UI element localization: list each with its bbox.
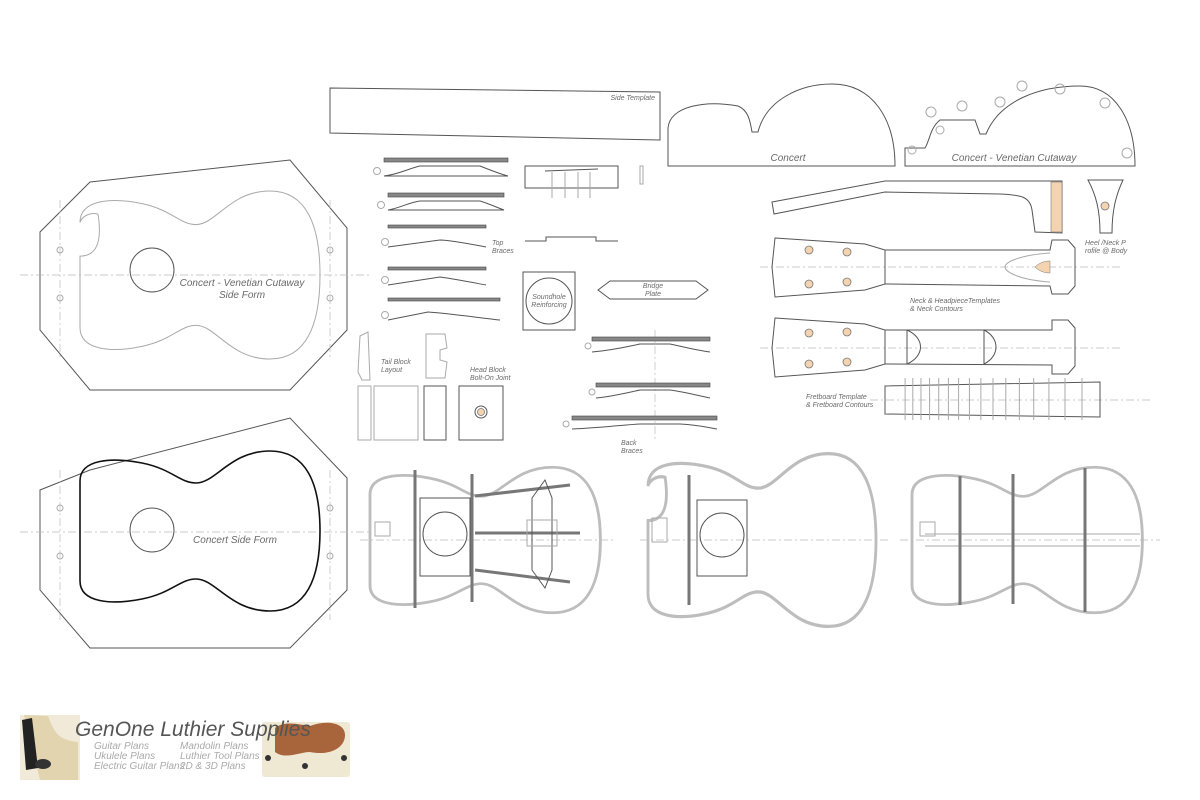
fretboard-label: Fretboard Template	[806, 394, 867, 401]
top-braces-label: Top	[492, 240, 504, 247]
cutaway-template-label: Concert - Venetian Cutaway	[952, 153, 1078, 164]
fretboard-label-2: & Fretboard Contours	[806, 402, 874, 409]
tail-block-label-2: Layout	[381, 367, 403, 374]
heel-label: Heel /Neck P	[1085, 240, 1126, 247]
concert-side-form: Concert Side Form	[20, 417, 370, 649]
logo-item: Mandolin Plans	[180, 741, 248, 752]
neck-side-profile	[771, 180, 1063, 234]
soundhole-reinforcing: Soundhole Reinforcing	[522, 271, 576, 331]
soundhole-label-2: Reinforcing	[531, 302, 567, 309]
head-block-label: Head Block	[470, 367, 506, 374]
neck-label-2: & Neck Contours	[910, 306, 963, 313]
tail-head-blocks: Tail Block Layout Head Block Bolt-On Joi…	[357, 331, 512, 441]
neck-contour-template	[760, 317, 1120, 378]
cutaway-template: Concert - Venetian Cutaway	[904, 80, 1136, 167]
fretboard-template: Fretboard Template & Fretboard Contours	[806, 378, 1150, 420]
cutaway-form-label-2: Side Form	[219, 290, 265, 301]
logo-item: Luthier Tool Plans	[180, 751, 260, 762]
bridge	[524, 165, 644, 242]
back-braces-label: Back	[621, 440, 637, 447]
bridge-plate: Bridge Plate	[597, 280, 709, 300]
top-braces: Top Braces	[373, 157, 514, 321]
top-brace-markers	[373, 167, 389, 319]
soundhole-label: Soundhole	[532, 294, 566, 301]
neck-label: Neck & HeadpieceTemplates	[910, 298, 1001, 305]
logo-item: Ukulele Plans	[94, 751, 155, 762]
concert-side-form-label: Concert Side Form	[193, 535, 277, 546]
head-block-label-2: Bolt-On Joint	[470, 375, 512, 382]
concert-template: Concert	[667, 83, 896, 167]
top-braces-label-2: Braces	[492, 248, 514, 255]
genone-logo: GenOne Luthier Supplies Guitar Plans Uku…	[20, 715, 350, 780]
cutaway-body-layout	[640, 451, 890, 629]
side-template: Side Template	[329, 87, 661, 141]
concert-label: Concert	[770, 153, 806, 164]
back-braces-label-2: Braces	[621, 448, 643, 455]
back-bracing-layout	[900, 465, 1160, 615]
back-braces: Back Braces	[562, 330, 718, 455]
top-bracing-layout	[360, 465, 615, 615]
cutaway-form-label: Concert - Venetian Cutaway	[180, 278, 306, 289]
neck-template: Neck & HeadpieceTemplates & Neck Contour…	[760, 237, 1120, 313]
bridge-plate-label-2: Plate	[645, 291, 661, 298]
side-template-label: Side Template	[611, 95, 656, 102]
tail-block-label: Tail Block	[381, 359, 411, 366]
logo-item: 2D & 3D Plans	[179, 761, 246, 772]
logo-item: Guitar Plans	[94, 741, 149, 752]
logo-item: Electric Guitar Plans	[94, 761, 185, 772]
heel-label-2: rofile @ Body	[1085, 248, 1128, 255]
bridge-plate-label: Bridge	[643, 283, 663, 290]
logo-title: GenOne Luthier Supplies	[75, 718, 311, 741]
heel-profile: Heel /Neck P rofile @ Body	[1085, 179, 1128, 255]
cutaway-side-form: Concert - Venetian Cutaway Side Form	[20, 159, 370, 391]
